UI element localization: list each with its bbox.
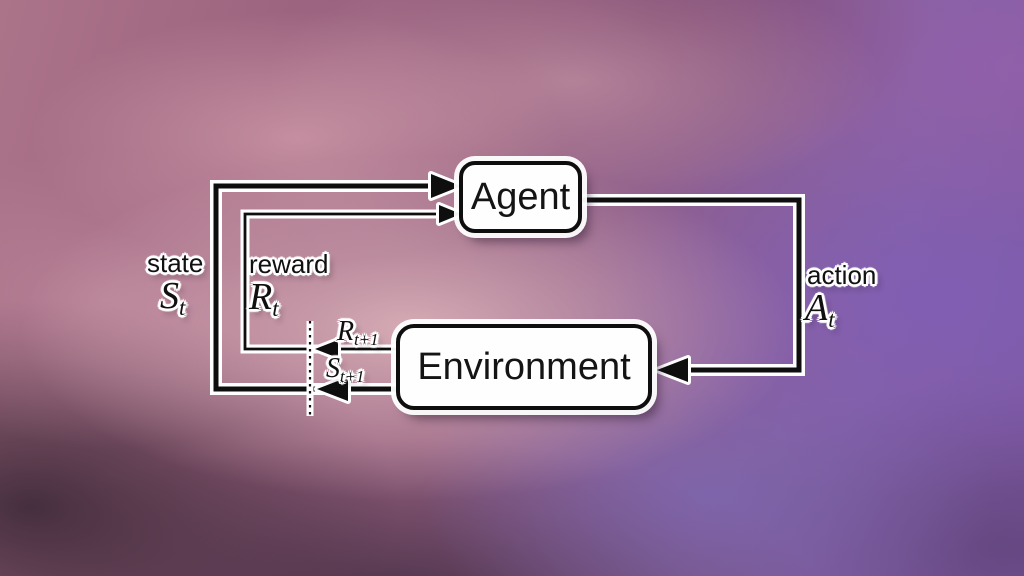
next-reward-symbol-base: R [337,316,355,347]
action-arrow [581,194,805,385]
reward-arrow [240,202,464,361]
reward-label: reward [249,249,329,279]
reward-arrowhead-into-agent [436,202,464,226]
state-arrowhead-into-agent [428,171,464,201]
state-symbol-subscript: t [179,294,186,320]
reward-symbol: Rt [249,276,279,320]
state-arrowhead-at-timestep [314,374,351,404]
environment-box: Environment [396,324,652,410]
action-arrowhead-into-environment [654,355,691,385]
action-label: action [807,260,877,290]
reward-symbol-base: R [249,276,273,318]
state-symbol-base: S [160,275,179,317]
state-symbol: St [160,275,185,319]
agent-box: Agent [459,161,582,233]
action-symbol: At [805,287,835,331]
environment-box-label: Environment [417,345,631,388]
reward-symbol-subscript: t [272,295,279,321]
next-state-symbol-base: S [326,353,340,384]
next-state-symbol-subscript: t+1 [340,367,365,387]
state-label: state [147,248,204,278]
action-symbol-subscript: t [828,306,835,332]
next-reward-symbol: Rt+1 [337,316,379,350]
action-symbol-base: A [805,287,829,329]
next-reward-symbol-subscript: t+1 [354,330,379,350]
agent-box-label: Agent [470,175,571,218]
next-state-symbol: St+1 [326,353,365,387]
reward-arrowhead-at-timestep [312,337,341,361]
